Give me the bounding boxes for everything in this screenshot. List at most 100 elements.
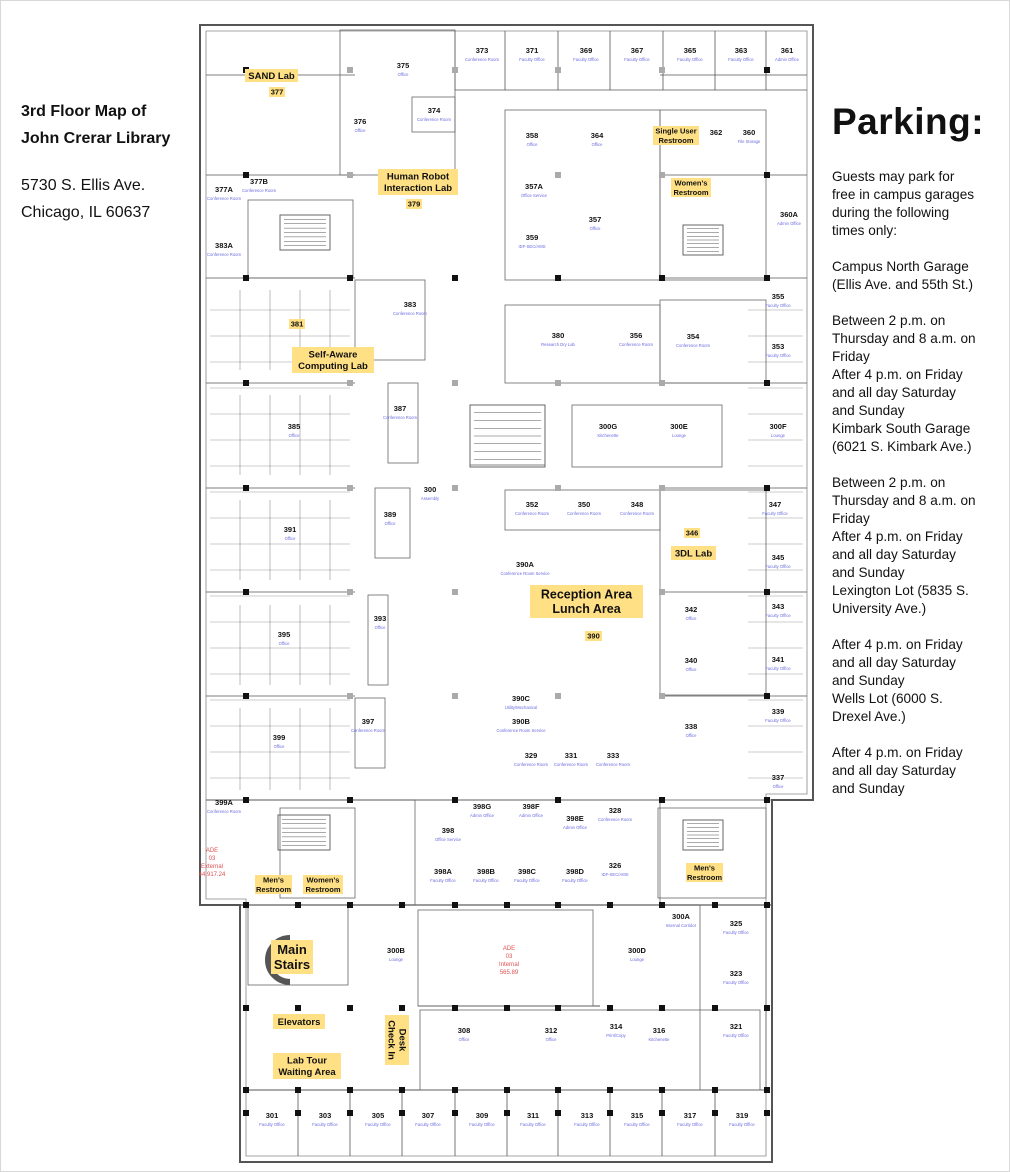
room-number: 367 xyxy=(631,46,644,55)
room-type: Conference Room Service xyxy=(500,571,550,576)
highlight-box xyxy=(303,875,343,894)
room-type: Faculty Office xyxy=(473,878,499,883)
room-number: 383 xyxy=(404,300,417,309)
column-marker xyxy=(399,902,405,908)
room-type: Research Dry Lab xyxy=(541,342,575,347)
parking-line: and all day Saturday xyxy=(832,763,956,778)
room-type: Faculty Office xyxy=(415,1122,441,1127)
room-outline xyxy=(277,814,331,851)
room-number: 305 xyxy=(372,1111,385,1120)
room-number: 361 xyxy=(781,46,794,55)
room-number: 358 xyxy=(526,131,539,140)
room-type: Office xyxy=(289,433,301,438)
parking-line: Drexel Ave.) xyxy=(832,709,906,724)
parking-line: Friday xyxy=(832,511,870,526)
room-type: Conference Room xyxy=(465,57,499,62)
column-marker xyxy=(764,1087,770,1093)
column-marker xyxy=(452,67,458,73)
parking-line: (Ellis Ave. and 55th St.) xyxy=(832,277,974,292)
room-number: 345 xyxy=(772,553,785,562)
parking-line: and all day Saturday xyxy=(832,385,956,400)
highlight-390: 390 xyxy=(585,631,602,641)
column-marker xyxy=(295,1087,301,1093)
highlight-box xyxy=(273,1014,325,1029)
parking-line xyxy=(832,726,992,744)
room-type: Faculty Office xyxy=(514,878,540,883)
room-type: Faculty Office xyxy=(765,353,791,358)
column-marker xyxy=(555,380,561,386)
area-label: External xyxy=(201,864,223,870)
parking-line: Thursday and 8 a.m. on xyxy=(832,493,976,508)
room-outline xyxy=(469,404,546,466)
room-type: Office xyxy=(686,616,698,621)
room-number: 329 xyxy=(525,751,538,760)
room-number: 337 xyxy=(772,773,785,782)
parking-line: and all day Saturday xyxy=(832,655,956,670)
room-number: 300B xyxy=(387,946,406,955)
room-type: Conference Room xyxy=(676,343,710,348)
room-number: 398F xyxy=(522,802,540,811)
column-marker xyxy=(607,1087,613,1093)
column-marker xyxy=(659,1087,665,1093)
building-outline xyxy=(199,24,814,1163)
room-type: Office xyxy=(355,128,367,133)
column-marker xyxy=(243,902,249,908)
highlight-label: Restroom xyxy=(687,873,722,882)
highlight-label: Check In xyxy=(386,1020,397,1060)
room-number: 300E xyxy=(670,422,688,431)
room-outline xyxy=(682,224,724,256)
column-marker xyxy=(504,1005,510,1011)
highlight-label: Self-Aware xyxy=(309,350,358,361)
room-type: Conference Room xyxy=(383,415,417,420)
room-number: 398E xyxy=(566,814,584,823)
room-number: 374 xyxy=(428,106,441,115)
highlight-346: 346 xyxy=(684,528,700,538)
column-marker xyxy=(659,67,665,73)
room-type: Faculty Office xyxy=(624,1122,650,1127)
room-number: 355 xyxy=(772,292,785,301)
column-marker xyxy=(504,902,510,908)
column-marker xyxy=(712,1110,718,1116)
parking-line xyxy=(832,240,992,258)
room-type: Faculty Office xyxy=(765,666,791,671)
highlight-sand: SAND Lab xyxy=(245,69,298,82)
room-number: 325 xyxy=(730,919,743,928)
room-number: 376 xyxy=(354,117,367,126)
parking-line: Kimbark South Garage xyxy=(832,421,971,436)
highlight-label: Reception Area xyxy=(541,588,633,602)
column-marker xyxy=(295,1110,301,1116)
room-outline xyxy=(339,29,456,176)
highlight-379: 379 xyxy=(406,199,422,209)
highlight-box xyxy=(292,347,374,373)
map-title-line-1: 3rd Floor Map of xyxy=(21,103,147,120)
room-number: 387 xyxy=(394,404,407,413)
highlight-label: Waiting Area xyxy=(278,1067,336,1078)
room-number: 300 xyxy=(424,485,437,494)
column-marker xyxy=(659,380,665,386)
column-marker xyxy=(764,380,770,386)
parking-line: Guests may park for xyxy=(832,169,955,184)
room-type: Office xyxy=(686,667,698,672)
room-type: Office xyxy=(279,641,291,646)
